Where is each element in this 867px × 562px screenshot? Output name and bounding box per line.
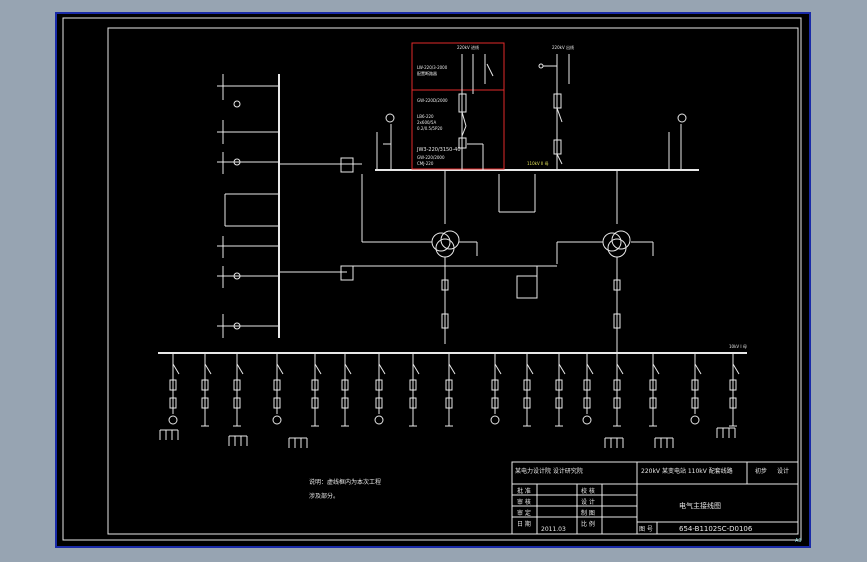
title-block-rows: 批 准 校 核审 核 设 计审 定 制 图日 期 比 例: [517, 487, 595, 528]
bottom-feeder: [445, 353, 456, 427]
left-bus-couplers: [224, 157, 362, 281]
grounding-bank: [654, 437, 674, 448]
svg-text:LW-220/3-2000: LW-220/3-2000: [417, 65, 448, 70]
section-label: 设计: [777, 467, 789, 475]
grounding-bank: [159, 429, 179, 440]
feeder-2-label: 220kV 出线: [552, 44, 574, 50]
bottom-feeder: [582, 353, 594, 425]
svg-text:CMJ-220: CMJ-220: [417, 161, 434, 166]
svg-text:JW3-220/3150-40: JW3-220/3150-40: [416, 147, 461, 153]
top-feeder-2: [538, 54, 570, 170]
drawing-number-label: 图 号: [639, 526, 653, 533]
title-block-row-right: 制 图: [581, 509, 595, 517]
bottom-feeder: [690, 353, 702, 425]
right-bus-label: 10kV I 母: [729, 344, 747, 349]
bottom-feeder: [168, 353, 180, 425]
bottom-feeder: [555, 353, 566, 427]
svg-text:GW-220D/2000: GW-220D/2000: [417, 98, 448, 103]
svg-text:配置断路器: 配置断路器: [417, 70, 437, 76]
title-block-row-left: 日 期: [517, 520, 531, 528]
grounding-bank: [288, 437, 308, 448]
scope-highlight-box: [411, 42, 505, 170]
title-block-row-right: 比 例: [581, 520, 595, 528]
left-feeders: [217, 74, 279, 338]
grounding-bank: [228, 435, 248, 446]
svg-text:0.2/0.5/5P20: 0.2/0.5/5P20: [417, 126, 443, 131]
bottom-feeders: [159, 353, 740, 448]
transformer-2: [556, 170, 654, 353]
drawing-date: 2011.03: [541, 526, 566, 533]
title-block-row-left: 批 准: [517, 487, 531, 495]
title-block-row-left: 审 核: [517, 498, 531, 506]
svg-text:GW-220/2000: GW-220/2000: [417, 155, 445, 160]
transformer-1: [361, 170, 478, 344]
stage-label: 初步: [755, 467, 767, 475]
busbar-label: 110kV II 母: [527, 161, 549, 166]
title-block-row-left: 审 定: [517, 509, 531, 517]
cad-viewport[interactable]: LW-220/3-2000 配置断路器 GW-220D/2000 LB6-220…: [55, 12, 811, 548]
drawing-title: 电气主接线图: [679, 501, 721, 510]
title-block-row-right: 校 核: [581, 487, 595, 495]
feeder-1-label: 220kV 进线: [457, 44, 479, 50]
bottom-feeder: [272, 353, 284, 425]
red-box-text: LW-220/3-2000 配置断路器 GW-220D/2000 LB6-220…: [416, 65, 461, 166]
svg-text:LB6-220: LB6-220: [417, 114, 434, 119]
single-line-diagram: LW-220/3-2000 配置断路器 GW-220D/2000 LB6-220…: [62, 17, 802, 544]
project-title: 220kV 某变电站 110kV 配套线路: [641, 467, 733, 475]
bottom-feeder: [490, 353, 502, 425]
corner-marker: A3: [795, 538, 802, 544]
note-line-1: 说明：虚线框内为本次工程: [309, 478, 381, 486]
svg-text:2x600/5A: 2x600/5A: [417, 120, 436, 125]
note-line-2: 涉及部分。: [309, 492, 339, 500]
grounding-bank: [716, 427, 736, 438]
grounding-bank: [604, 437, 624, 448]
title-block-row-right: 设 计: [581, 498, 595, 506]
top-bus-pt-right: [668, 113, 687, 170]
design-institute: 某电力设计院 设计研究院: [515, 467, 583, 475]
bottom-feeder: [523, 353, 534, 427]
bottom-feeder: [613, 353, 624, 427]
bottom-feeder: [341, 353, 352, 427]
bottom-feeder: [233, 353, 244, 427]
inner-frame: [107, 27, 799, 535]
bottom-feeder: [729, 353, 740, 427]
top-feeder-1: [458, 54, 494, 170]
top-bus-pt-left: [376, 113, 395, 170]
bottom-feeder: [649, 353, 660, 427]
bottom-feeder: [409, 353, 420, 427]
drawing-number: 654-B1102SC-D0106: [679, 525, 753, 533]
bottom-feeder: [201, 353, 212, 427]
bottom-feeder: [311, 353, 322, 427]
title-block: 某电力设计院 设计研究院 220kV 某变电站 110kV 配套线路 初步 设计…: [511, 461, 799, 535]
outer-frame: [62, 17, 802, 541]
bottom-feeder: [374, 353, 386, 425]
